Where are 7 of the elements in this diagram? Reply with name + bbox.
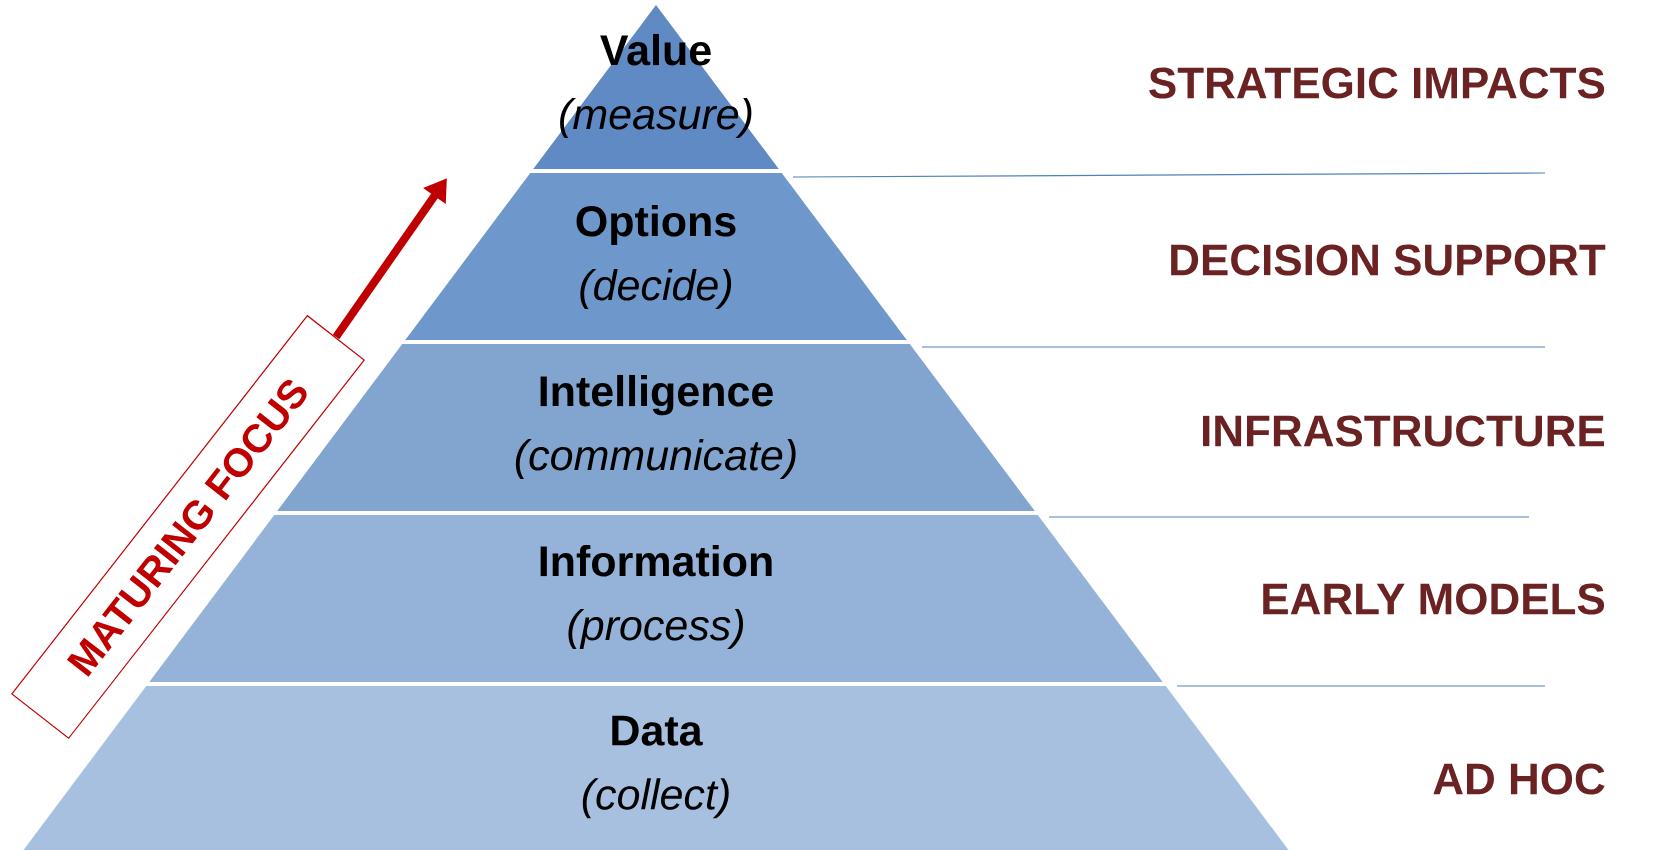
- pyramid-layer: Options (decide): [405, 173, 907, 340]
- level-label: STRATEGIC IMPACTS: [1149, 67, 1605, 99]
- level-label: INFRASTRUCTURE: [1203, 415, 1605, 447]
- level-label: DECISION SUPPORT: [1171, 244, 1606, 276]
- level-label: AD HOC: [1433, 763, 1605, 795]
- level-label: EARLY MODELS: [1263, 583, 1605, 615]
- pyramid-layer: Data (collect): [23, 686, 1289, 850]
